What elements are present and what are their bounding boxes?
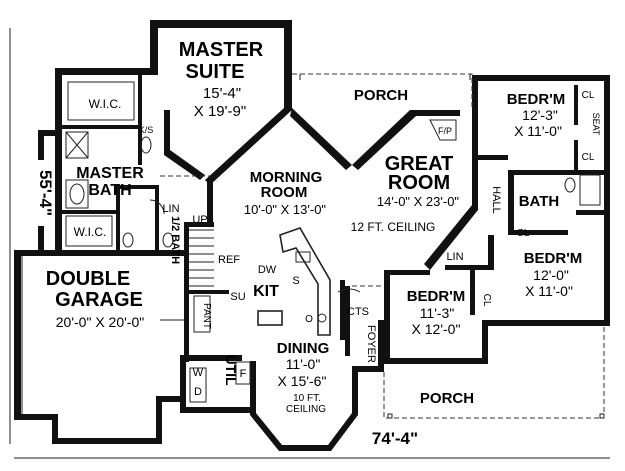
o-label: O xyxy=(305,314,313,325)
s-label: S xyxy=(292,275,299,287)
morning-room-name-2: ROOM xyxy=(261,184,308,201)
su-label: SU xyxy=(230,291,245,303)
d-label: D xyxy=(194,386,202,398)
dimension-marks xyxy=(9,28,610,459)
garage-dims: 20'-0" X 20'-0" xyxy=(56,314,144,330)
up-label: UP xyxy=(192,214,207,226)
w-label: W xyxy=(193,367,204,379)
master-suite-name-2: SUITE xyxy=(186,61,245,83)
ref-label: REF xyxy=(218,254,240,266)
bedroom-mid-dim-1: 11'-3" xyxy=(420,305,455,321)
f-label: F xyxy=(240,368,247,380)
bedroom-top-dim-1: 12'-3" xyxy=(522,107,558,123)
cl-mid-label: CL xyxy=(582,152,595,163)
overall-depth-label: 55'-4" xyxy=(36,170,55,216)
great-room-dims: 14'-0" X 23'-0" xyxy=(377,194,460,209)
foyer-label: FOYER xyxy=(365,325,377,363)
fixtures xyxy=(21,73,605,419)
morning-room-dims: 10'-0" X 13'-0" xyxy=(244,202,327,217)
overall-width-label: 74'-4" xyxy=(372,429,418,448)
bedroom-mid-name: BEDR'M xyxy=(407,288,466,305)
master-suite-dim-2: X 19'-9" xyxy=(194,103,246,120)
lin-master-label: LIN xyxy=(162,203,179,215)
wic-bottom-label: W.I.C. xyxy=(74,225,107,239)
master-bath-name-2: BATH xyxy=(88,182,131,199)
bedroom-right-dim-2: X 11'-0" xyxy=(525,283,573,299)
dining-dim-2: X 15'-6" xyxy=(278,373,327,389)
bedroom-top-dim-2: X 11'-0" xyxy=(514,123,562,139)
room-labels: MASTER SUITE 15'-4" X 19'-9" MASTER BATH… xyxy=(46,39,601,415)
porch-top-label: PORCH xyxy=(354,87,408,104)
ks-label: K/S xyxy=(139,125,154,135)
cts-label: CTS xyxy=(347,306,369,318)
morning-room-name-1: MORNING xyxy=(250,169,323,186)
bedroom-right-dim-1: 12'-0" xyxy=(533,267,569,283)
master-suite-name-1: MASTER xyxy=(179,39,264,61)
wic-top-label: W.I.C. xyxy=(89,97,122,111)
porch-bottom-label: PORCH xyxy=(420,390,474,407)
bedroom-right-name: BEDR'M xyxy=(524,250,583,267)
util-label: UTIL xyxy=(223,354,239,386)
garage-name-1: DOUBLE xyxy=(46,268,130,290)
hall-label: HALL xyxy=(490,186,502,214)
pant-label: PANT xyxy=(201,303,212,329)
garage-name-2: GARAGE xyxy=(55,289,143,311)
cl-top-label: CL xyxy=(582,90,595,101)
bath-label: BATH xyxy=(519,193,560,210)
interior-walls xyxy=(62,73,604,362)
master-bath-name-1: MASTER xyxy=(76,165,144,182)
dining-name: DINING xyxy=(277,340,330,357)
lin-hall-label: LIN xyxy=(446,251,463,263)
seat-label: SEAT xyxy=(591,113,601,136)
great-room-ceiling: 12 FT. CEILING xyxy=(351,220,436,234)
bedroom-top-name: BEDR'M xyxy=(507,91,566,108)
cl-bath-label: CL xyxy=(517,228,530,239)
bedroom-mid-dim-2: X 12'-0" xyxy=(412,321,461,337)
great-room-name-1: GREAT xyxy=(385,153,454,175)
dining-ceiling-2: CEILING xyxy=(286,404,326,415)
master-suite-dim-1: 15'-4" xyxy=(203,85,241,102)
dining-dim-1: 11'-0" xyxy=(286,356,321,372)
dw-label: DW xyxy=(258,264,277,276)
half-bath-label: 1/2 BATH xyxy=(169,216,181,264)
great-room-name-2: ROOM xyxy=(388,172,450,194)
kit-label: KIT xyxy=(253,283,279,300)
cl-bed-label: CL xyxy=(481,294,492,307)
fp-label: F/P xyxy=(438,126,452,136)
dining-ceiling-1: 10 FT. xyxy=(293,393,321,404)
overall-dimensions: 74'-4" 55'-4" xyxy=(24,160,435,448)
